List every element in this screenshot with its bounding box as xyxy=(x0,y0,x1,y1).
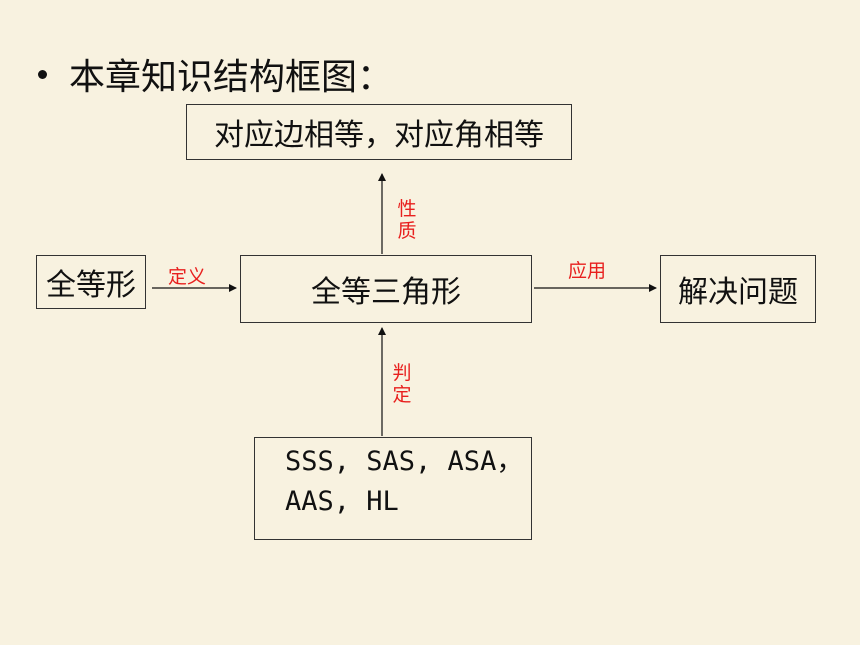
edge-label-definition: 定义 xyxy=(168,266,207,288)
bullet-icon xyxy=(38,69,47,79)
congruent-triangle-node-text: 全等三角形 xyxy=(311,275,461,310)
criteria-line-2: AAS, HL xyxy=(285,486,399,517)
property-node: 对应边相等，对应角相等 xyxy=(186,104,572,160)
edge-label-property: 性质 xyxy=(397,198,417,242)
edge-label-application: 应用 xyxy=(568,260,607,282)
page-title-text: 本章知识结构框图： xyxy=(69,57,394,98)
congruent-shape-node-text: 全等形 xyxy=(46,268,136,303)
congruent-shape-node: 全等形 xyxy=(36,255,146,309)
criteria-line-1: SSS, SAS, ASA， xyxy=(285,446,524,477)
solve-problem-node: 解决问题 xyxy=(660,255,816,323)
congruent-triangle-node: 全等三角形 xyxy=(240,255,532,323)
edge-label-judgment: 判定 xyxy=(392,362,412,406)
criteria-node: SSS, SAS, ASA， AAS, HL xyxy=(254,437,532,540)
property-node-text: 对应边相等，对应角相等 xyxy=(214,118,544,153)
page-title: 本章知识结构框图： xyxy=(30,48,393,100)
solve-problem-node-text: 解决问题 xyxy=(678,275,798,310)
